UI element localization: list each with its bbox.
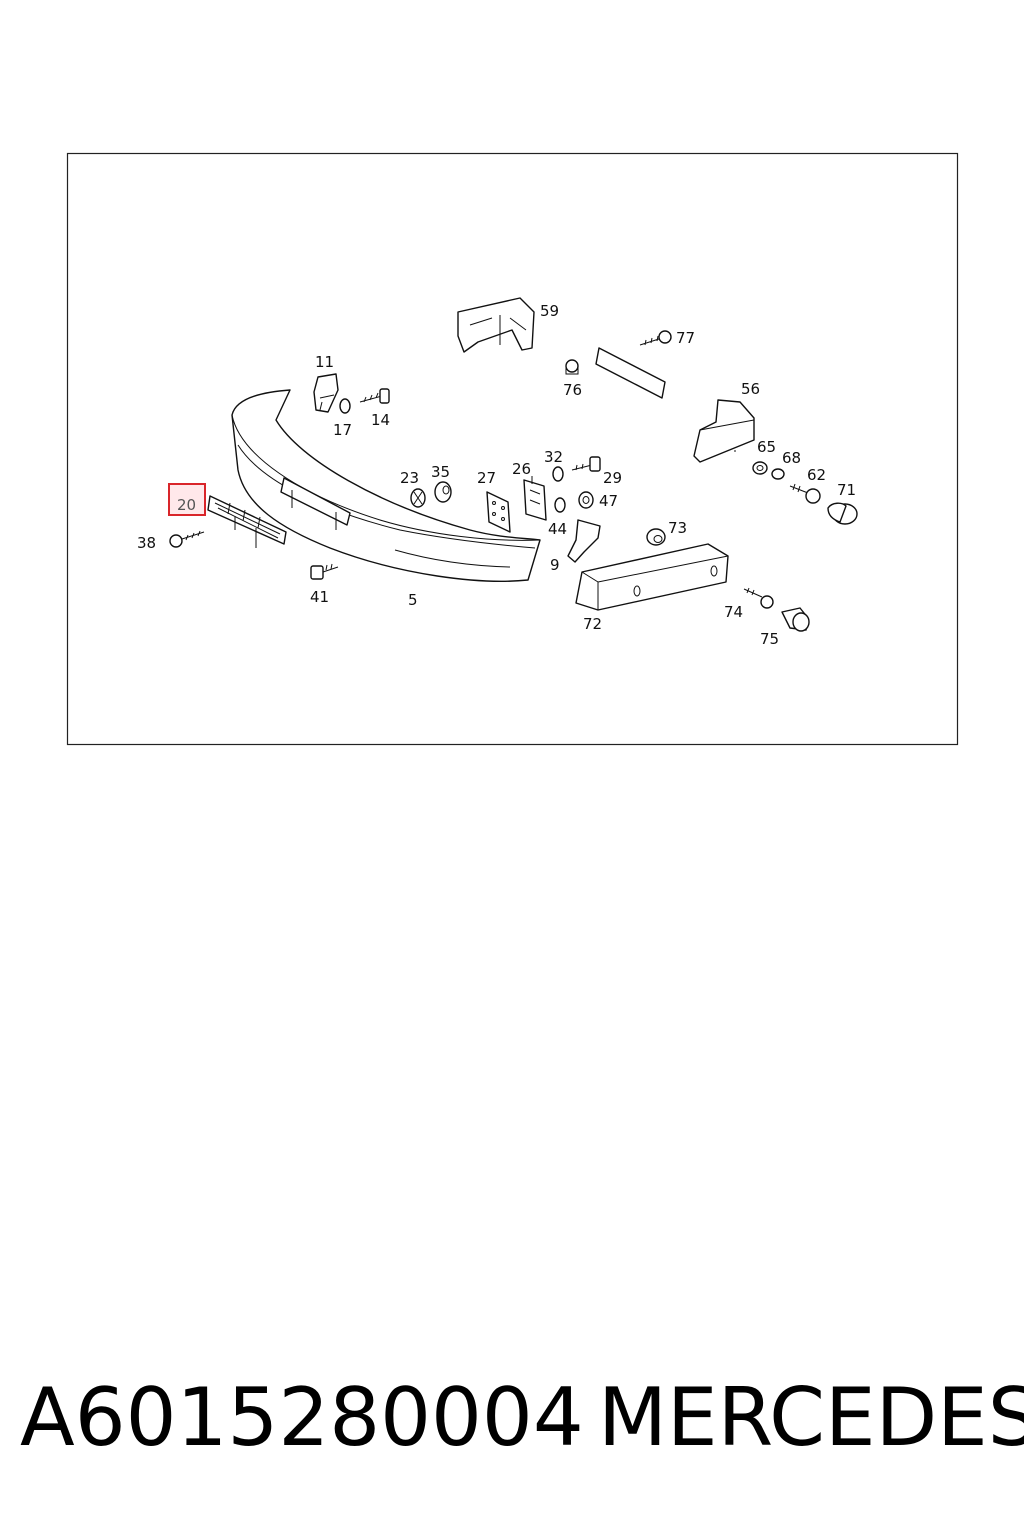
callout-17[interactable]: 17 (333, 421, 352, 439)
callout-47[interactable]: 47 (599, 492, 618, 510)
callout-74[interactable]: 74 (724, 603, 743, 621)
callout-62[interactable]: 62 (807, 466, 826, 484)
washer-44-part (554, 497, 566, 513)
nut-47-part (578, 491, 594, 509)
highlight-box (168, 483, 206, 516)
washer-17-part (339, 398, 351, 414)
callout-41[interactable]: 41 (310, 588, 329, 606)
callout-75[interactable]: 75 (760, 630, 779, 648)
callout-35[interactable]: 35 (431, 463, 450, 481)
plate-27-part (486, 491, 511, 533)
bumper-part (231, 389, 541, 582)
plug-75-part (781, 607, 810, 632)
callout-56[interactable]: 56 (741, 380, 760, 398)
callout-65[interactable]: 65 (757, 438, 776, 456)
callout-14[interactable]: 14 (371, 411, 390, 429)
callout-26[interactable]: 26 (512, 460, 531, 478)
washer-32-part (552, 466, 564, 482)
bracket-11-part (313, 373, 339, 413)
clip-73-part (646, 528, 666, 546)
screw-38-part (169, 530, 205, 548)
callout-71[interactable]: 71 (837, 481, 856, 499)
diagram-frame (66, 152, 959, 746)
callout-27[interactable]: 27 (477, 469, 496, 487)
bolt-41-part (310, 563, 339, 580)
callout-29[interactable]: 29 (603, 469, 622, 487)
callout-44[interactable]: 44 (548, 520, 567, 538)
screw-74-part (743, 587, 774, 609)
clip-35-part (434, 481, 452, 503)
callout-76[interactable]: 76 (563, 381, 582, 399)
screw-62-part (789, 483, 821, 504)
corner-59-part (457, 297, 535, 353)
screw-29-part (571, 456, 601, 472)
callout-68[interactable]: 68 (782, 449, 801, 467)
washer-65-part (752, 461, 768, 475)
grille-part (207, 495, 287, 548)
bracket-9-part (567, 519, 601, 563)
footer: A6015280004 MERCEDES (20, 1368, 1024, 1468)
end-cap-72-part (575, 543, 729, 611)
clip-68-part (771, 468, 785, 480)
brand-name: MERCEDES (598, 1371, 1024, 1464)
callout-73[interactable]: 73 (668, 519, 687, 537)
callout-9[interactable]: 9 (550, 556, 560, 574)
callout-38[interactable]: 38 (137, 534, 156, 552)
screw-77-part (639, 330, 672, 346)
callout-23[interactable]: 23 (400, 469, 419, 487)
corner-56-part (693, 399, 755, 463)
plate-part (565, 347, 666, 399)
bracket-26-part (523, 476, 547, 521)
callout-59[interactable]: 59 (540, 302, 559, 320)
clip-23-part (410, 488, 426, 508)
callout-20[interactable]: 20 (177, 496, 196, 514)
callout-77[interactable]: 77 (676, 329, 695, 347)
plug-71-part (827, 502, 858, 525)
screw-14-part (359, 388, 390, 404)
callout-72[interactable]: 72 (583, 615, 602, 633)
callout-5[interactable]: 5 (408, 591, 418, 609)
part-number: A6015280004 (20, 1371, 584, 1464)
callout-32[interactable]: 32 (544, 448, 563, 466)
callout-11[interactable]: 11 (315, 353, 334, 371)
